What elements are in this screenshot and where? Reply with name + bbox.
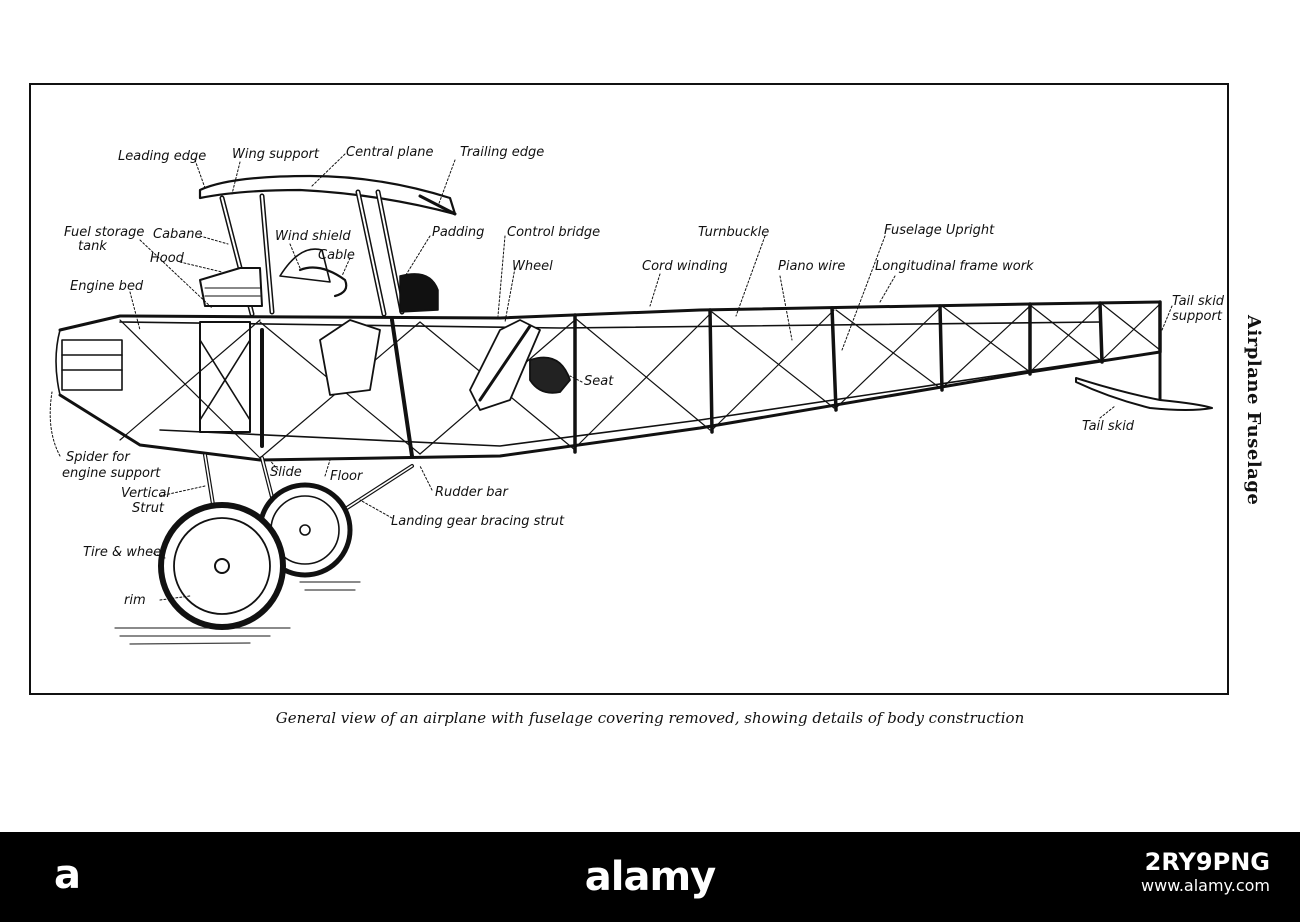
label-rim: rim [124,593,146,608]
label-tail-skid-support-1: Tail skid [1172,294,1225,309]
label-cord-winding: Cord winding [642,259,728,274]
label-vertical-strut-2: Strut [132,501,165,516]
label-wheel: Wheel [512,259,553,274]
airplane-illustration [49,153,1213,645]
labels: Leading edge Wing support Central plane … [62,145,1225,608]
label-rudder-bar: Rudder bar [435,485,509,500]
leader-lines [49,153,1173,601]
label-tail-skid-support-2: support [1172,309,1223,324]
label-landing-gear-bracing-strut: Landing gear bracing strut [391,514,565,529]
label-seat: Seat [584,374,614,389]
label-tail-skid: Tail skid [1082,419,1135,434]
label-slide: Slide [270,465,302,480]
wind-shield [279,248,348,298]
label-piano-wire: Piano wire [778,259,845,274]
figure-frame [29,83,1229,695]
alamy-logo: a [54,852,81,898]
label-fuel-storage-2: tank [78,239,107,254]
label-turnbuckle: Turnbuckle [698,225,769,240]
figure-caption: General view of an airplane with fuselag… [275,709,1025,727]
label-wing-support: Wing support [232,147,320,162]
watermark-brand: alamy [584,854,716,900]
fuselage-diagram: Leading edge Wing support Central plane … [49,145,1225,645]
hood [199,267,439,313]
label-spider-2: engine support [62,466,161,481]
label-engine-bed: Engine bed [70,279,144,294]
label-floor: Floor [330,469,364,484]
label-cable: Cable [318,248,355,263]
cross-bracing [119,303,1161,459]
watermark-info: 2RY9PNG www.alamy.com [1141,848,1270,896]
label-fuel-storage-1: Fuel storage [64,225,144,240]
label-leading-edge: Leading edge [118,149,206,164]
label-central-plane: Central plane [346,145,434,160]
fuselage-uprights [573,300,1162,454]
label-control-bridge: Control bridge [507,225,600,240]
label-tire-wheel: Tire & wheel [83,545,165,560]
label-padding: Padding [432,225,484,240]
label-longitudinal-frame-work: Longitudinal frame work [875,259,1034,274]
image-id: 2RY9PNG [1144,848,1270,876]
central-plane-wing [198,174,457,216]
label-vertical-strut-1: Vertical [121,486,170,501]
label-hood: Hood [150,251,185,266]
label-cabane: Cabane [153,227,203,242]
watermark-url: www.alamy.com [1141,876,1270,895]
ground-lines [114,581,361,645]
label-trailing-edge: Trailing edge [460,145,544,160]
label-fuselage-upright: Fuselage Upright [884,223,995,238]
tail-skid [1075,338,1213,411]
front-wheel [158,502,286,630]
side-title: Airplane Fuselage [1243,314,1264,506]
cockpit-mechanisms [260,318,571,458]
label-spider-1: Spider for [66,450,131,465]
nose-engine [55,321,251,433]
watermark-footer: a alamy 2RY9PNG www.alamy.com [0,832,1300,922]
label-wind-shield: Wind shield [275,229,351,244]
